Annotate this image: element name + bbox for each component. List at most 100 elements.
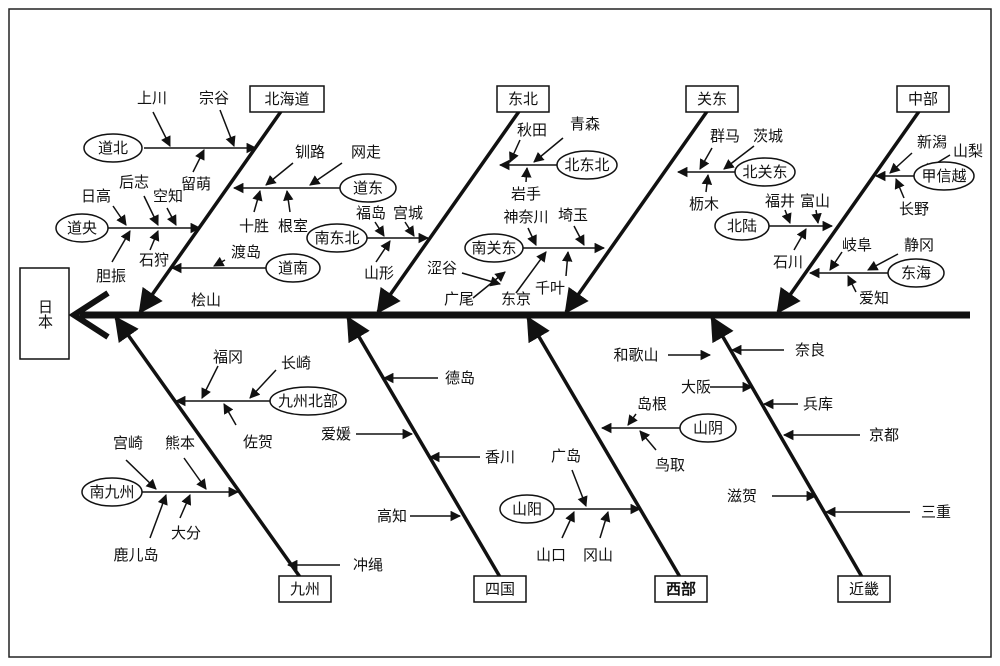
label-shibuya: 涩谷 xyxy=(427,259,457,277)
label-donan: 道南 xyxy=(278,259,308,277)
svg-text:关东: 关东 xyxy=(697,90,727,108)
ellipse-hokuriku xyxy=(714,211,770,241)
arrow-miyazaki xyxy=(125,459,157,490)
bone-seibu xyxy=(526,315,682,578)
ellipse-tokai xyxy=(887,258,945,288)
label-hidaka: 日高 xyxy=(81,187,111,205)
label-dohoku: 道北 xyxy=(98,139,128,157)
arrow-sorachi xyxy=(166,207,177,226)
region-box-tohoku: 东北 xyxy=(496,85,550,113)
arrow-chiba xyxy=(561,250,573,277)
label-miyagi: 宫城 xyxy=(393,204,423,222)
label-koshinetsu: 甲信越 xyxy=(921,167,966,185)
arrow-niigata xyxy=(889,152,913,174)
svg-text:西部: 西部 xyxy=(666,580,696,598)
arrow-abashiri xyxy=(309,162,343,186)
arrow-toyama xyxy=(811,209,822,225)
label-shizuoka: 静冈 xyxy=(904,236,934,254)
label-aichi: 爱知 xyxy=(859,289,889,307)
arrow-fukuoka xyxy=(201,365,219,399)
label-kagawa: 香川 xyxy=(485,448,515,466)
label-shiga: 滋贺 xyxy=(727,487,757,505)
arrow-hiroo xyxy=(472,271,506,299)
region-box-shikoku: 四国 xyxy=(473,575,527,603)
arrow-hidaka xyxy=(112,205,127,226)
label-hyogo: 兵库 xyxy=(803,395,833,413)
label-nagano: 长野 xyxy=(899,200,929,218)
label-rumoi: 留萌 xyxy=(181,175,211,193)
label-ishikawa: 石川 xyxy=(773,253,803,271)
arrow-akita xyxy=(509,139,521,163)
arrow-miyagi xyxy=(404,221,415,237)
arrow-oshima xyxy=(213,256,226,267)
bone-chubu xyxy=(776,108,922,315)
svg-text:东北: 东北 xyxy=(508,90,538,108)
arrow-nemuro xyxy=(283,189,294,213)
arrow-kushiro xyxy=(265,162,294,186)
arrow-shibuya xyxy=(461,272,502,287)
head-box xyxy=(19,267,70,360)
arrow-gifu xyxy=(829,251,843,271)
region-box-chubu: 中部 xyxy=(896,85,950,113)
label-yamaguchi: 山口 xyxy=(536,546,566,564)
arrow-shimane xyxy=(627,413,638,426)
label-osaka: 大阪 xyxy=(681,378,711,396)
arrow-aichi xyxy=(847,275,857,293)
ellipse-kyushu-north xyxy=(269,386,347,416)
arrow-tokyo xyxy=(515,251,547,294)
label-shiribeshi: 后志 xyxy=(119,173,149,191)
label-kamikawa: 上川 xyxy=(137,89,167,107)
svg-text:近畿: 近畿 xyxy=(849,580,879,598)
svg-text:四国: 四国 xyxy=(485,580,515,598)
label-kita-tohoku: 北东北 xyxy=(564,156,609,174)
arrow-kanagawa xyxy=(527,227,537,246)
label-gunma: 群马 xyxy=(710,127,740,145)
arrow-hiroshima xyxy=(571,469,588,507)
label-gifu: 岐阜 xyxy=(842,236,872,254)
arrow-kagoshima xyxy=(149,494,168,539)
label-chiba: 千叶 xyxy=(535,279,565,297)
label-tochigi: 枥木 xyxy=(689,195,719,213)
label-nagasaki: 长崎 xyxy=(281,354,311,372)
label-fukushima: 福岛 xyxy=(356,204,386,222)
region-box-hokkaido: 北海道 xyxy=(249,85,325,113)
label-hiyama: 桧山 xyxy=(191,291,221,309)
label-yamanashi: 山梨 xyxy=(953,142,983,160)
arrow-iwate xyxy=(521,166,532,183)
label-sanyo: 山阳 xyxy=(512,500,542,518)
label-mie: 三重 xyxy=(921,503,951,521)
label-abashiri: 网走 xyxy=(351,143,381,161)
label-yamagata: 山形 xyxy=(364,264,394,282)
ellipse-doo xyxy=(55,213,109,243)
label-minami-kyushu: 南九州 xyxy=(89,483,134,501)
arrow-ishikawa xyxy=(793,228,807,251)
label-okayama: 冈山 xyxy=(583,546,613,564)
arrow-kamikawa xyxy=(152,111,171,147)
label-hiroo: 广尾 xyxy=(444,290,474,308)
ellipse-doto xyxy=(339,173,397,203)
arrow-nagano xyxy=(894,178,905,199)
label-kochi: 高知 xyxy=(377,507,407,525)
label-kushiro: 钏路 xyxy=(295,143,325,161)
label-ishikari: 石狩 xyxy=(139,251,169,269)
region-box-kanto: 关东 xyxy=(685,85,739,113)
label-kagoshima: 鹿儿岛 xyxy=(113,546,158,564)
label-kanagawa: 神奈川 xyxy=(503,208,548,226)
arrow-fukushima xyxy=(374,221,385,237)
arrow-shizuoka xyxy=(867,253,899,271)
ellipse-kita-tohoku xyxy=(556,150,618,180)
arrow-kumamoto xyxy=(183,457,207,490)
label-aomori: 青森 xyxy=(570,115,600,133)
label-tottori: 鸟取 xyxy=(655,456,685,474)
ellipse-minami-kyushu xyxy=(81,477,143,507)
arrow-tokachi xyxy=(252,189,263,213)
label-hokuriku: 北陆 xyxy=(727,217,757,235)
ellipse-minami-tohoku xyxy=(306,223,368,253)
label-tokai: 东海 xyxy=(901,264,931,282)
svg-text:中部: 中部 xyxy=(908,90,938,108)
label-saga: 佐贺 xyxy=(243,433,273,451)
arrow-yamaguchi xyxy=(561,511,575,539)
arrow-okayama xyxy=(599,510,611,539)
